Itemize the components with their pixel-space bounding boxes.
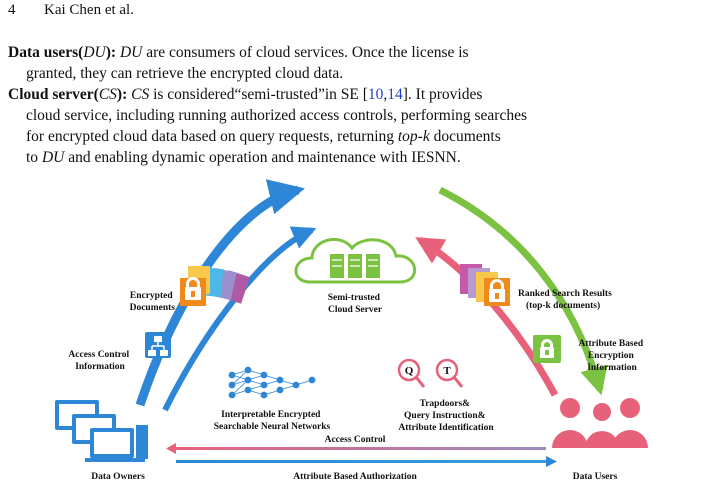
paragraph-cloud-server: Cloud server(CS): CS is considered“semi-… [8,86,527,166]
label-encrypted-documents: Encrypted Documents [130,291,176,313]
label-data-owners: Data Owners [91,472,145,482]
page-header: 4 Kai Chen et al. [8,2,134,19]
authorization-arrow [176,456,557,467]
label-abe-info: Attribute Based Encryption Information [578,339,645,373]
running-authors: Kai Chen et al. [44,2,134,18]
label-abe-authorization: Attribute Based Authorization [293,472,417,482]
term-data-users: Data users(DU): [8,44,117,61]
citation-link[interactable]: 14 [387,86,403,103]
data-owners-icon [55,400,148,462]
encrypted-documents-icon [180,266,250,306]
label-cloud-server: Semi-trusted Cloud Server [328,293,383,315]
lock-icon [533,335,561,363]
hierarchy-icon [145,332,171,358]
results-arrow [438,186,608,396]
svg-text:Q: Q [405,365,414,377]
label-access-control-info: Access Control Information [68,350,131,372]
label-iesnn: Interpretable Encrypted Searchable Neura… [214,410,331,432]
page-number: 4 [8,2,16,18]
label-access-control: Access Control [325,435,386,445]
data-users-icon [552,398,648,448]
query-icon: Q T [397,358,464,388]
ranked-results-icon [460,264,510,306]
label-trapdoors: Trapdoors& Query Instruction& Attribute … [398,399,494,433]
upload-arrow-outer [135,179,306,407]
citation-link[interactable]: 10 [367,86,384,103]
paragraph-data-users: Data users(DU): DU are consumers of clou… [8,44,469,82]
cloud-server-icon [294,237,417,284]
label-data-users: Data Users [573,472,618,482]
access-control-arrow [166,443,546,454]
label-ranked-results: Ranked Search Results (top-k documents) [518,289,614,311]
svg-text:T: T [443,365,451,377]
neural-network-icon [228,366,316,399]
term-cloud-server: Cloud server(CS): [8,86,128,103]
